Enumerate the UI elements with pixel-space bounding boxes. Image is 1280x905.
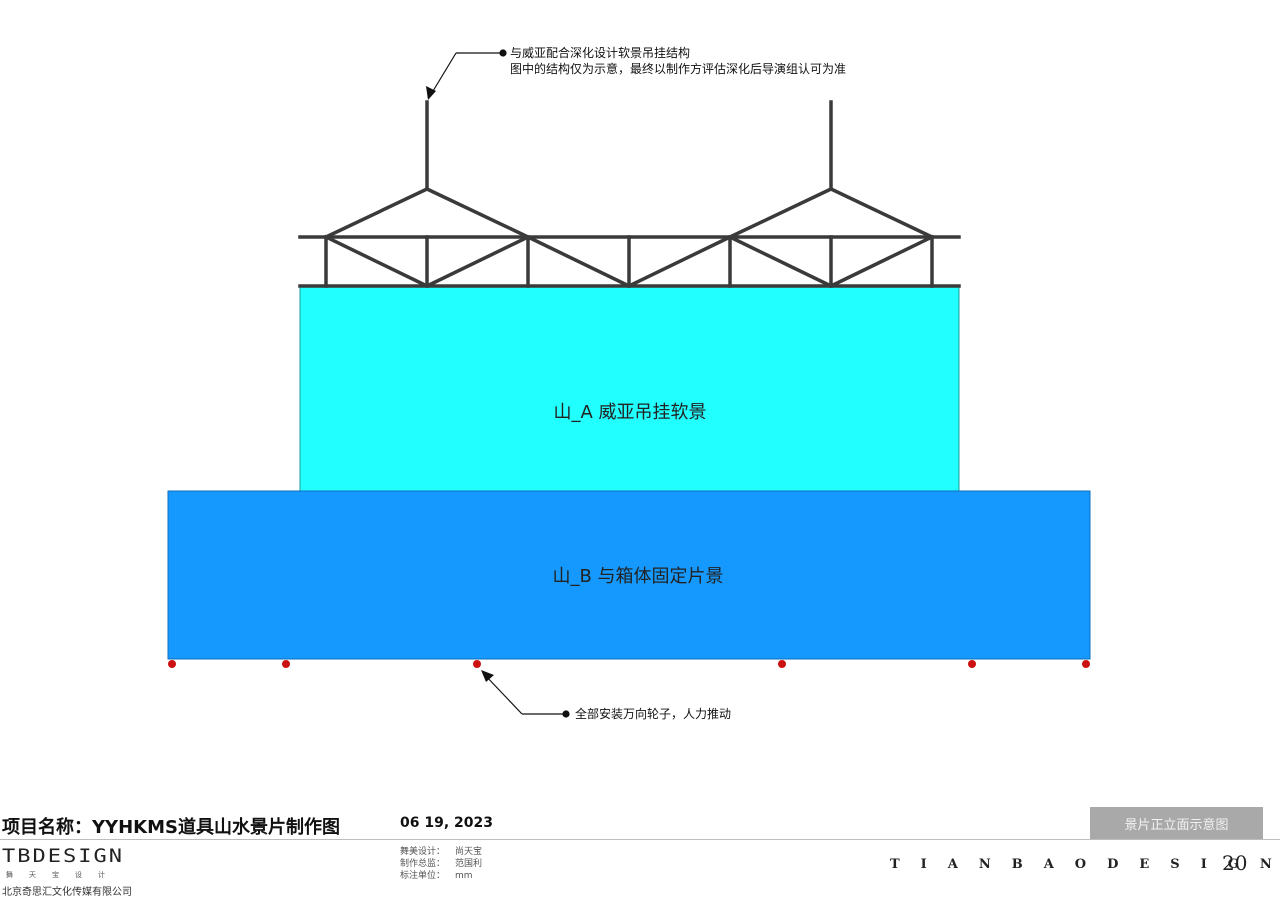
credit-row: 标注单位： mm <box>400 870 482 882</box>
credit-label: 标注单位： <box>400 871 446 881</box>
upper-block <box>299 286 960 492</box>
upper-block-label: 山_A 威亚吊挂软景 <box>553 402 707 423</box>
top-leader <box>426 49 507 100</box>
hanging-truss <box>298 100 961 288</box>
elevation-drawing <box>167 49 1091 718</box>
credits-block: 舞美设计： 尚天宝 制作总监： 范国利 标注单位： mm <box>400 846 482 882</box>
credit-value: mm <box>455 871 473 881</box>
wheel-5 <box>968 660 976 668</box>
credit-row: 制作总监： 范国利 <box>400 858 482 870</box>
company-logo: TBDESIGN <box>2 846 124 868</box>
page-number: 20 <box>1222 851 1248 875</box>
drawing-date: 06 19, 2023 <box>400 815 493 831</box>
credit-label: 制作总监： <box>400 859 446 869</box>
logo-subtitle: 舞天宝设计 <box>6 871 121 879</box>
credit-row: 舞美设计： 尚天宝 <box>400 846 482 858</box>
company-name: 北京奇思汇文化传媒有限公司 <box>2 887 132 898</box>
wheel-2 <box>282 660 290 668</box>
top-note-line2: 图中的结构仅为示意，最终以制作方评估深化后导演组认可为准 <box>510 62 847 76</box>
sheet-title: 景片正立面示意图 <box>1124 817 1229 833</box>
footer-divider <box>0 839 1280 840</box>
sheet-title-box: 景片正立面示意图 <box>1090 807 1263 839</box>
credit-label: 舞美设计： <box>400 847 446 857</box>
wheel-3 <box>473 660 481 668</box>
wheel-6 <box>1082 660 1090 668</box>
credit-value: 范国利 <box>455 859 483 869</box>
top-note-line1: 与威亚配合深化设计软景吊挂结构 <box>510 46 691 60</box>
brand-wordmark: TIANBAODESIGN <box>890 857 1280 872</box>
bottom-leader <box>481 670 570 718</box>
lower-block-label: 山_B 与箱体固定片景 <box>552 566 724 587</box>
bottom-note: 全部安装万向轮子，人力推动 <box>575 707 732 721</box>
lower-block <box>167 490 1091 660</box>
credit-value: 尚天宝 <box>455 847 483 857</box>
project-title: 项目名称：YYHKMS道具山水景片制作图 <box>2 817 340 838</box>
caster-wheels <box>168 660 1090 668</box>
wheel-4 <box>778 660 786 668</box>
wheel-1 <box>168 660 176 668</box>
